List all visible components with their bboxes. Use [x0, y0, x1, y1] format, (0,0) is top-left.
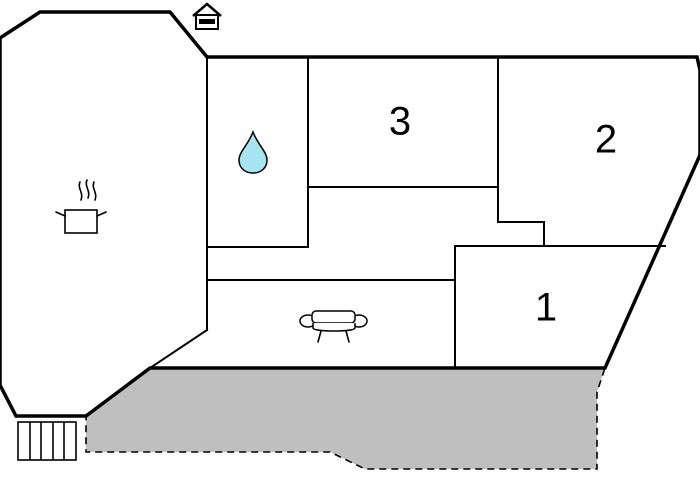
terrace — [85, 367, 607, 470]
room-1-label: 1 — [535, 286, 557, 330]
room-3-label: 3 — [389, 100, 411, 144]
cooking-pot-icon — [55, 179, 107, 234]
sofa-icon — [299, 310, 368, 343]
room-2-label: 2 — [595, 118, 617, 162]
water-drop-icon — [238, 129, 268, 174]
inner-walls — [148, 56, 666, 370]
outer-wall — [0, 10, 700, 418]
house-icon — [192, 2, 222, 30]
stairs-icon — [17, 421, 77, 461]
